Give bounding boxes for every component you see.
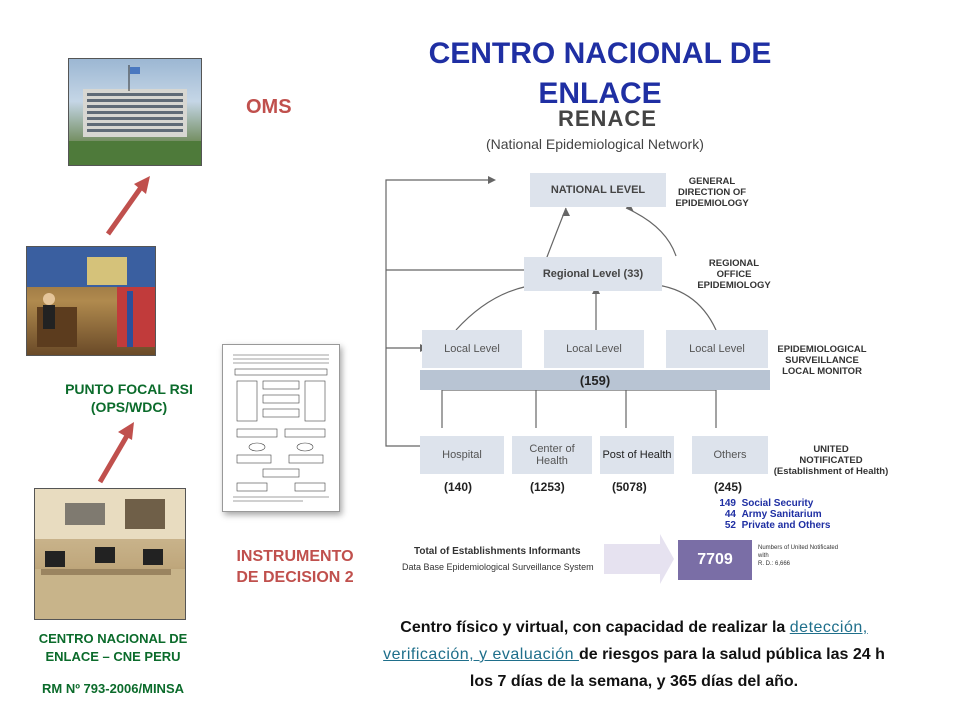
regional-side-line: EPIDEMIOLOGY [697, 280, 771, 291]
arrow-up-icon [97, 422, 134, 484]
description-part2: de riesgos para la salud pública las 24 … [578, 646, 885, 663]
local-side-label: EPIDEMIOLOGICAL SURVEILLANCE LOCAL MONIT… [770, 344, 874, 377]
others-breakdown: 149 Social Security 44 Army Sanitarium 5… [710, 498, 830, 531]
regional-side-label: REGIONAL OFFICE EPIDEMIOLOGY [694, 258, 774, 291]
arrow-right-icon [604, 534, 674, 584]
flowchart-thumbnail [233, 354, 329, 502]
breakdown-label: Social Security [741, 498, 814, 509]
total-note-line: with [758, 553, 769, 559]
breakdown-row: 149 Social Security [710, 498, 830, 509]
local-side-line: EPIDEMIOLOGICAL [777, 344, 867, 355]
deteccion-link[interactable]: detección, [789, 619, 868, 636]
cne-label: CENTRO NACIONAL DE ENLACE – CNE PERU [14, 630, 212, 666]
national-side-line: DIRECTION OF [677, 187, 747, 198]
center-of-health-count: (1253) [530, 480, 565, 494]
punto-focal-photo [26, 246, 156, 356]
national-side-label: GENERAL DIRECTION OF EPIDEMIOLOGY [672, 176, 752, 209]
cne-rm: RM Nº 793-2006/MINSA [41, 681, 185, 696]
oms-label: OMS [246, 96, 292, 118]
instrumento-line1: INSTRUMENTO [236, 548, 354, 565]
hospital-box: Hospital [420, 436, 504, 474]
punto-focal-line2: (OPS/WDC) [90, 399, 168, 415]
decision-instrument-document [222, 344, 340, 512]
description-part1: Centro físico y virtual, con capacidad d… [400, 619, 790, 636]
others-box: Others [692, 436, 768, 474]
establishments-side-line: UNITED [813, 444, 849, 455]
breakdown-number: 149 [719, 498, 736, 509]
post-of-health-box: Post of Health [600, 436, 674, 474]
total-value-box: 7709 [678, 540, 752, 580]
post-of-health-count: (5078) [612, 480, 647, 494]
regional-level-box: Regional Level (33) [524, 257, 662, 291]
national-level-box: NATIONAL LEVEL [530, 173, 666, 207]
breakdown-number: 52 [724, 520, 736, 531]
local-total-bar: (159) [420, 370, 770, 390]
hospital-count: (140) [444, 480, 473, 494]
establishments-side-label: UNITED NOTIFICATED (Establishment of Hea… [768, 444, 894, 477]
establishments-side-line: NOTIFICATED [799, 455, 863, 466]
punto-focal-line1: PUNTO FOCAL RSI [65, 381, 193, 397]
verificacion-link[interactable]: verificación, y evaluación [383, 646, 579, 663]
cne-line2: ENLACE – CNE PERU [45, 649, 181, 664]
center-of-health-box: Center of Health [512, 436, 592, 474]
arrow-up-icon [105, 176, 150, 236]
total-note-line: Numbers of United Notificated [758, 545, 839, 551]
breakdown-label: Private and Others [741, 520, 831, 531]
local-side-line: SURVEILLANCE [785, 355, 859, 366]
breakdown-row: 52 Private and Others [710, 520, 831, 531]
description-text: Centro físico y virtual, con capacidad d… [322, 614, 946, 695]
office-image [35, 489, 185, 619]
who-building-image [69, 65, 201, 165]
others-count: (245) [714, 480, 743, 494]
national-side-line: GENERAL [688, 176, 736, 187]
punto-focal-label: PUNTO FOCAL RSI (OPS/WDC) [44, 380, 214, 416]
renace-title: RENACE [558, 106, 657, 131]
breakdown-number: 44 [724, 509, 736, 520]
establishments-side-line: (Establishment of Health) [773, 466, 889, 477]
total-note: Numbers of United Notificated with R. D.… [758, 544, 838, 568]
local-level-box: Local Level [544, 330, 644, 368]
renace-subtitle: (National Epidemiological Network) [486, 136, 704, 152]
page-title: CENTRO NACIONAL DE ENLACE [428, 37, 772, 110]
instrumento-label: INSTRUMENTO DE DECISION 2 [220, 546, 370, 588]
breakdown-row: 44 Army Sanitarium [710, 509, 830, 520]
instrumento-line2: DE DECISION 2 [236, 569, 354, 586]
regional-side-line: OFFICE [716, 269, 752, 280]
local-side-line: LOCAL MONITOR [782, 366, 862, 377]
local-level-box: Local Level [666, 330, 768, 368]
regional-side-line: REGIONAL [708, 258, 760, 269]
conference-image [27, 247, 155, 347]
who-building-photo [68, 58, 202, 166]
cne-line1: CENTRO NACIONAL DE [38, 631, 188, 646]
total-note-line: R. D.: 6,666 [758, 561, 791, 567]
description-line3: los 7 días de la semana, y 365 días del … [469, 673, 799, 690]
cne-office-photo [34, 488, 186, 620]
breakdown-label: Army Sanitarium [741, 509, 822, 520]
total-label: Total of Establishments Informants [414, 546, 581, 557]
national-side-line: EPIDEMIOLOGY [675, 198, 749, 209]
local-level-box: Local Level [422, 330, 522, 368]
total-subtitle: Data Base Epidemiological Surveillance S… [402, 562, 594, 572]
